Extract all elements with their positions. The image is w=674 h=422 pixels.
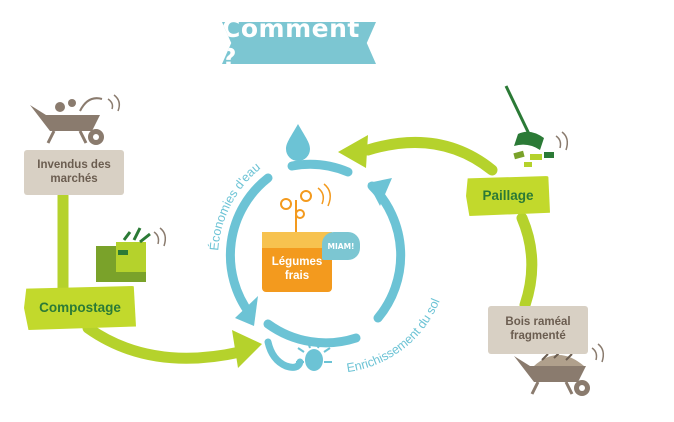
compost-bin-icon: [96, 227, 167, 282]
node-legumes: Légumes frais: [262, 248, 332, 292]
wheelbarrow-wood-icon: [514, 343, 605, 396]
flow-arrowhead-paillage: [338, 135, 368, 168]
cycle-arc-top: [287, 159, 353, 177]
flow-paillage-cycle: [362, 136, 498, 176]
node-paillage: Paillage: [466, 176, 550, 216]
cycle-arc-right: [367, 181, 406, 323]
label-enrichissement: Enrichissement du sol: [346, 296, 443, 375]
page-title: Comment ?: [222, 14, 360, 72]
water-drop-icon: [286, 124, 310, 161]
rake-icon: [504, 85, 569, 167]
worm-icon: [264, 338, 304, 371]
cycle-arrowhead-left: [235, 296, 258, 326]
title-banner: Comment ?: [222, 22, 376, 64]
node-bois: Bois raméal fragmenté: [488, 306, 588, 354]
node-compostage: Compostage: [24, 286, 136, 330]
cycle-arrowhead-right: [368, 178, 392, 206]
flow-compostage-cycle: [82, 322, 246, 364]
beetle-icon: [296, 341, 332, 371]
seedling-icon: [262, 183, 332, 248]
node-invendus: Invendus des marchés: [24, 150, 124, 195]
flow-bois-paillage: [516, 212, 538, 311]
flow-arrowhead-compostage: [232, 330, 262, 368]
cycle-arc-bottom: [263, 319, 361, 348]
miam-speech-bubble: MIAM!: [322, 232, 360, 260]
cycle-arc-left: [225, 173, 273, 319]
wheelbarrow-icon: [30, 94, 121, 145]
